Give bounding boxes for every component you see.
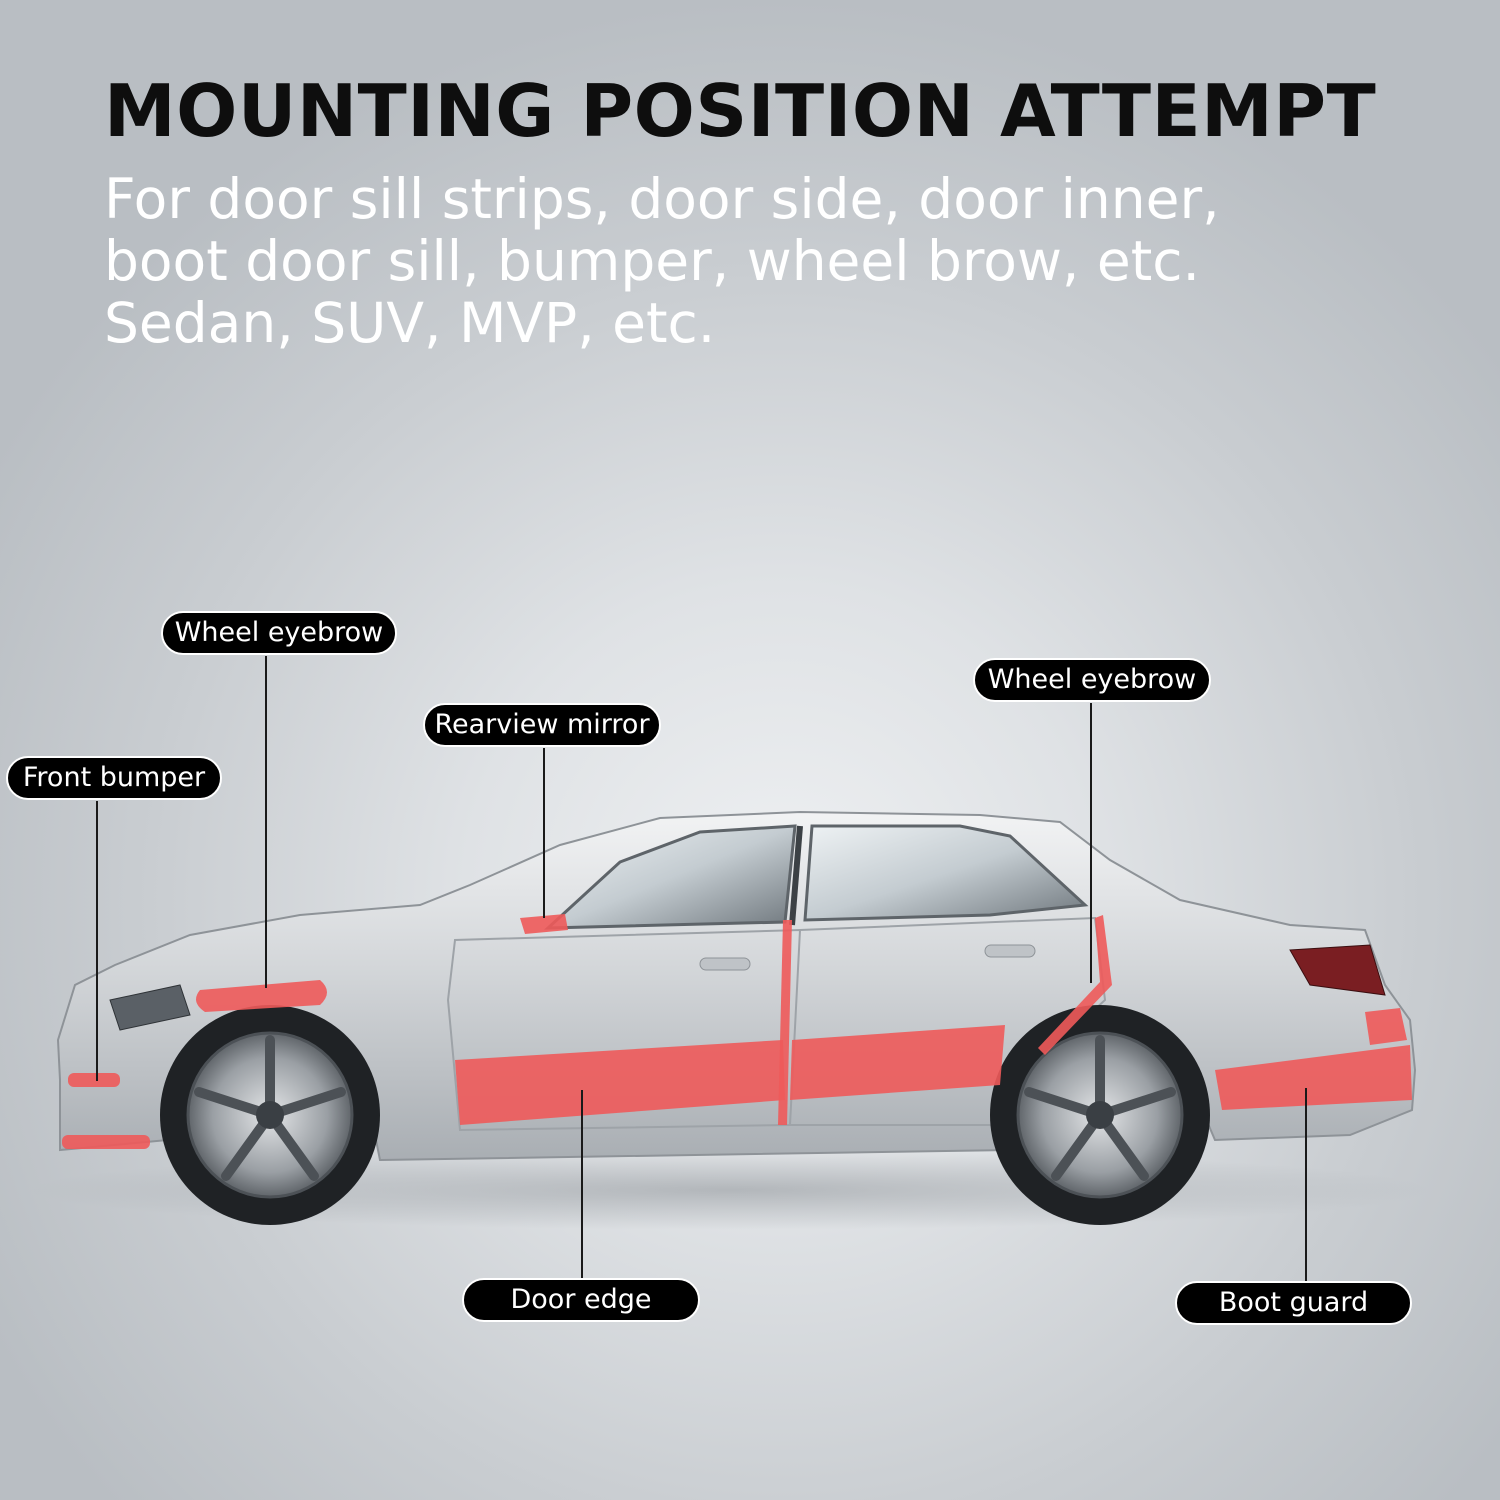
strip-front-wheel-eyebrow — [196, 980, 327, 1012]
subtitle-line-2: boot door sill, bumper, wheel brow, etc. — [104, 229, 1201, 293]
strip-mirror — [520, 914, 568, 934]
strip-front-bumper — [68, 1073, 120, 1087]
strip-front-door — [455, 1040, 785, 1125]
leader-boot-guard — [1305, 1088, 1307, 1283]
strip-boot-guard — [1215, 1045, 1412, 1110]
subtitle-line-3: Sedan, SUV, MVP, etc. — [104, 291, 716, 355]
subtitle-line-1: For door sill strips, door side, door in… — [104, 167, 1220, 231]
subtitle: For door sill strips, door side, door in… — [104, 168, 1404, 354]
front-door-handle — [699, 957, 751, 971]
rear-door-handle — [984, 944, 1036, 958]
headlight — [109, 984, 191, 1031]
leader-front-bumper — [96, 801, 98, 1081]
strip-lower-bumper — [62, 1135, 150, 1149]
door-line-front — [446, 928, 802, 1132]
strip-rear-quarter — [1365, 1008, 1407, 1045]
strip-door-edge-rear — [778, 920, 792, 1125]
leader-rear-wheel-eyebrow — [1090, 703, 1092, 983]
callout-rear-wheel-eyebrow: Wheel eyebrow — [973, 658, 1211, 702]
leader-front-wheel-eyebrow — [265, 656, 267, 988]
callout-door-edge: Door edge — [462, 1278, 700, 1322]
protection-strips — [62, 914, 1412, 1149]
strip-rear-wheel-eyebrow — [1038, 915, 1112, 1055]
page-title: MOUNTING POSITION ATTEMPT — [104, 69, 1377, 153]
rear-window — [803, 824, 1089, 922]
callout-front-bumper: Front bumper — [6, 756, 222, 800]
callout-front-wheel-eyebrow: Wheel eyebrow — [161, 611, 397, 655]
leader-door-edge — [581, 1090, 583, 1278]
taillight — [1289, 944, 1386, 996]
callout-rearview-mirror: Rearview mirror — [423, 703, 661, 747]
leader-rearview-mirror — [543, 748, 545, 918]
callout-boot-guard: Boot guard — [1175, 1281, 1412, 1325]
strip-rear-door — [790, 1025, 1005, 1100]
front-window — [544, 824, 797, 930]
